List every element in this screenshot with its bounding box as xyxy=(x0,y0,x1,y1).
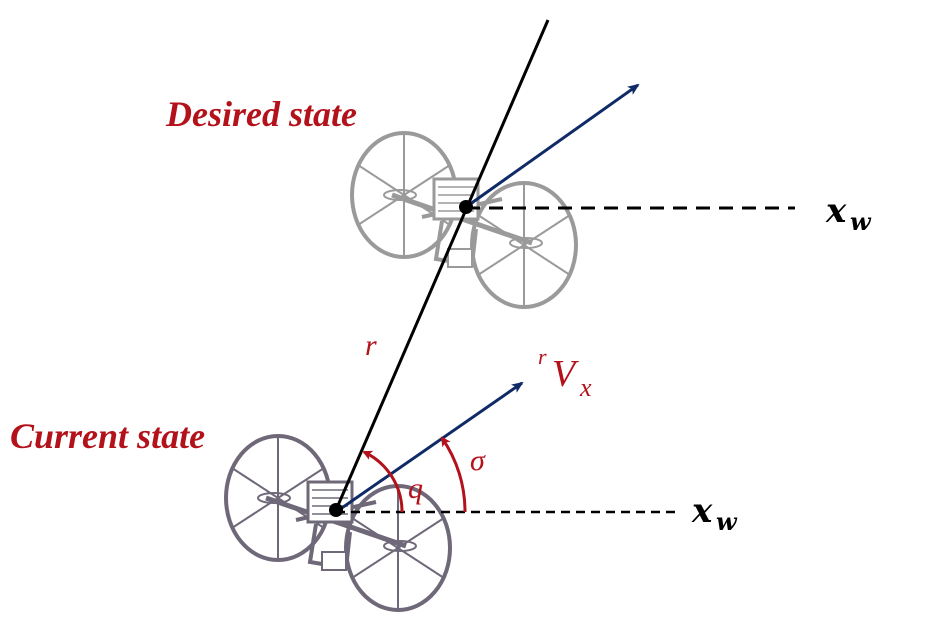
desired-velocity-arrow xyxy=(465,83,640,209)
velocity-label-main: V xyxy=(552,353,579,395)
heading-angle-label: σ xyxy=(470,444,486,477)
velocity-label-subscript: x xyxy=(579,373,592,402)
line-of-sight xyxy=(334,19,550,511)
desired-world-axis-sub: w xyxy=(850,207,872,236)
desired-center-point xyxy=(459,200,473,214)
desired-world-axis-main: x xyxy=(825,191,847,231)
current-world-axis-sub: w xyxy=(716,507,738,536)
current-state-label: Current state xyxy=(10,416,205,456)
current-velocity-arrow xyxy=(335,381,524,514)
desired-world-axis-label: x w xyxy=(825,191,872,236)
los-angle-label: q xyxy=(408,472,423,505)
desired-state-label: Desired state xyxy=(165,94,357,134)
current-world-axis-main: x xyxy=(691,491,713,531)
current-vehicle-icon xyxy=(226,436,450,610)
current-center-point xyxy=(329,503,343,517)
current-world-axis-label: x w xyxy=(691,491,738,536)
los-angle-arc xyxy=(362,450,404,513)
velocity-label: r V x xyxy=(538,338,592,402)
heading-angle-arc xyxy=(440,436,467,513)
desired-vehicle-icon xyxy=(352,133,576,307)
range-label: r xyxy=(365,329,377,362)
velocity-label-superscript: r xyxy=(538,344,547,369)
